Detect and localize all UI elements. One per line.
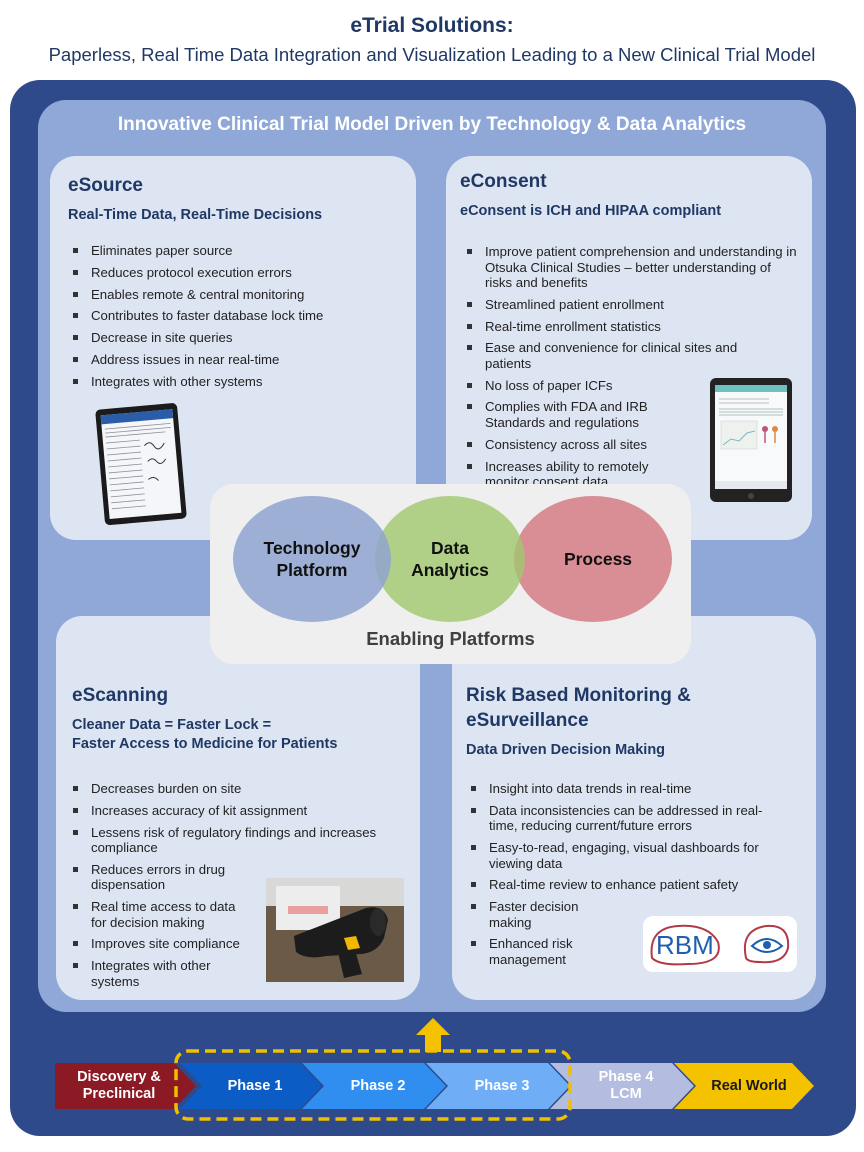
phase-real-world-label: Real World (711, 1078, 786, 1094)
list-item: Reduces protocol execution errors (70, 265, 400, 281)
technology-platform-circle: Technology Platform (233, 496, 391, 622)
data-analytics-circle: Data Analytics (375, 496, 525, 622)
list-item: Contributes to faster database lock time (70, 308, 400, 324)
econsent-title: eConsent (460, 171, 547, 192)
phase-3-label: Phase 3 (475, 1078, 530, 1094)
esource-subtitle: Real-Time Data, Real-Time Decisions (68, 207, 323, 223)
list-item: Eliminates paper source (70, 243, 400, 259)
list-item: Streamlined patient enrollment (464, 297, 799, 313)
list-item: Real-time enrollment statistics (464, 319, 799, 335)
phase-4-chevron (550, 1063, 694, 1109)
phase-2-label: Phase 2 (351, 1078, 406, 1094)
rbm-logo-text: RBM (656, 930, 714, 960)
phase-1-label: Phase 1 (228, 1078, 283, 1094)
rbm-title-line1: Risk Based Monitoring & (466, 685, 691, 706)
rbm-bullet-list: Insight into data trends in real-time Da… (468, 781, 803, 974)
list-item: Consistency across all sites (464, 437, 799, 453)
list-item: Faster decision making (468, 899, 598, 930)
list-item: Easy-to-read, engaging, visual dashboard… (468, 840, 783, 871)
rbm-subtitle: Data Driven Decision Making (466, 742, 666, 758)
phase-3-chevron (426, 1063, 570, 1109)
list-item: Reduces errors in drug dispensation (70, 862, 245, 893)
phase-highlight-dashed-box (174, 1049, 572, 1121)
esource-bullet-list: Eliminates paper source Reduces protocol… (70, 243, 400, 396)
list-item: Lessens risk of regulatory findings and … (70, 825, 410, 856)
tablet-consent-icon (710, 378, 792, 502)
list-item: Ease and convenience for clinical sites … (464, 340, 754, 371)
technology-platform-label: Technology Platform (263, 538, 361, 580)
phase-4-label-line1: Phase 4 (599, 1069, 654, 1085)
list-item: Decrease in site queries (70, 330, 400, 346)
list-item: Real time access to data for decision ma… (70, 899, 245, 930)
list-item: Increases accuracy of kit assignment (70, 803, 410, 819)
rbm-logo-icon: RBM (650, 924, 790, 966)
escanning-subtitle-line1: Cleaner Data = Faster Lock = (72, 717, 272, 733)
escanning-title: eScanning (72, 685, 169, 706)
process-circle: Process (514, 496, 672, 622)
list-item: Integrates with other systems (70, 958, 245, 989)
process-label: Process (563, 549, 633, 569)
list-item: Insight into data trends in real-time (468, 781, 803, 797)
phase-timeline: Discovery & Preclinical Phase 1 Phase 2 … (55, 1049, 814, 1121)
list-item: Improve patient comprehension and unders… (464, 244, 799, 291)
list-item: Decreases burden on site (70, 781, 410, 797)
enabling-platforms-label: Enabling Platforms (366, 628, 535, 649)
list-item: Real-time review to enhance patient safe… (468, 877, 803, 893)
phase-1-chevron (180, 1063, 322, 1109)
inner-panel-title: Innovative Clinical Trial Model Driven b… (117, 114, 747, 135)
tablet-form-icon (95, 403, 187, 526)
list-item: Complies with FDA and IRB Standards and … (464, 399, 669, 430)
phase-discovery-label-line1: Discovery & (77, 1069, 161, 1085)
page-subtitle: Paperless, Real Time Data Integration an… (48, 44, 816, 65)
list-item: Enhanced risk management (468, 936, 598, 967)
escanning-subtitle-line2: Faster Access to Medicine for Patients (72, 736, 338, 752)
econsent-card: eConsent eConsent is ICH and HIPAA compl… (446, 156, 812, 540)
escanning-bullet-list: Decreases burden on site Increases accur… (70, 781, 410, 996)
list-item: Improves site compliance (70, 936, 410, 952)
list-item: Address issues in near real-time (70, 352, 400, 368)
esource-card: eSource Real-Time Data, Real-Time Decisi… (50, 156, 416, 540)
phase-discovery-label-line2: Preclinical (83, 1086, 156, 1102)
phase-4-label-line2: LCM (610, 1086, 641, 1102)
esource-title: eSource (68, 175, 143, 196)
rbm-title-line2: eSurveillance (466, 710, 589, 731)
data-analytics-label: Data Analytics (411, 538, 489, 580)
barcode-scanner-icon (266, 878, 404, 982)
econsent-subtitle: eConsent is ICH and HIPAA compliant (460, 203, 722, 219)
page-title: eTrial Solutions: (350, 14, 514, 37)
list-item: Enables remote & central monitoring (70, 287, 400, 303)
phase-real-world-chevron (674, 1063, 814, 1109)
list-item: Integrates with other systems (70, 374, 400, 390)
econsent-bullet-list: Improve patient comprehension and unders… (464, 244, 799, 496)
up-arrow-icon (416, 1018, 450, 1052)
list-item: No loss of paper ICFs (464, 378, 799, 394)
list-item: Data inconsistencies can be addressed in… (468, 803, 783, 834)
phase-discovery-chevron (55, 1063, 196, 1109)
phase-2-chevron (302, 1063, 446, 1109)
